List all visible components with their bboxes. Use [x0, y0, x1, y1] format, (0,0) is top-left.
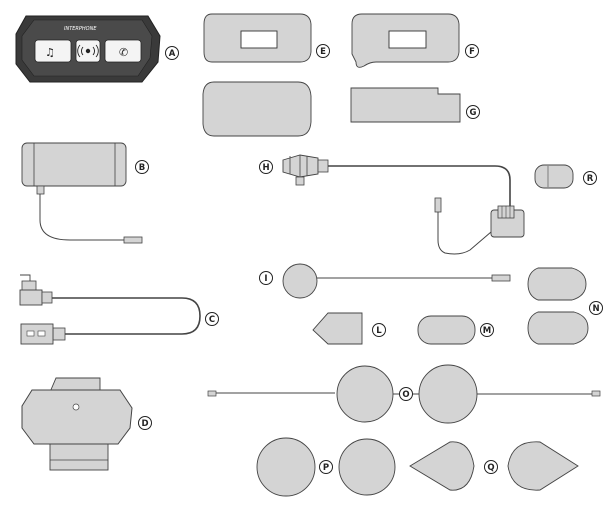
brand-logo: INTERPHONE — [64, 26, 97, 32]
callout-g: G — [466, 105, 480, 119]
svg-text:L: L — [376, 326, 382, 336]
callout-m: M — [480, 323, 494, 337]
mic-foam-m — [417, 315, 476, 345]
callout-c: C — [205, 312, 219, 326]
callout-p: P — [319, 460, 333, 474]
svg-text:M: M — [483, 326, 491, 336]
adhesive-plate-e — [203, 13, 312, 63]
callout-l: L — [372, 323, 386, 337]
usb-cable — [19, 274, 201, 345]
svg-text:B: B — [139, 163, 145, 173]
svg-text:D: D — [141, 419, 148, 429]
callout-d: D — [138, 416, 152, 430]
speaker-cable-kit — [282, 154, 525, 255]
adhesive-pad — [202, 81, 312, 137]
svg-text:R: R — [587, 174, 594, 184]
mic-foam-n — [527, 267, 589, 345]
svg-text:N: N — [592, 304, 599, 314]
velcro-round-p — [256, 437, 396, 497]
callout-r: R — [583, 171, 597, 185]
svg-text:I: I — [264, 274, 267, 284]
velcro-pad-l — [312, 312, 363, 345]
music-note-icon: ♫ — [45, 46, 55, 59]
callout-i: I — [259, 271, 273, 285]
callout-n: N — [589, 301, 603, 315]
svg-text:A: A — [169, 49, 176, 59]
svg-text:F: F — [469, 47, 475, 57]
adhesive-plate-f — [351, 13, 460, 68]
music-button — [34, 39, 72, 63]
intercom-unit: INTERPHONE ♫ ✆ — [15, 15, 161, 83]
clamp-mount — [21, 377, 133, 471]
wired-microphone — [282, 263, 511, 299]
svg-text:P: P — [323, 463, 329, 473]
svg-text:H: H — [262, 163, 269, 173]
svg-text:E: E — [320, 47, 326, 57]
callout-a: A — [165, 46, 179, 60]
callout-e: E — [316, 44, 330, 58]
speakers-o — [207, 364, 601, 424]
callout-b: B — [135, 160, 149, 174]
svg-text:C: C — [209, 315, 215, 325]
intercom-icon — [77, 44, 99, 58]
velcro-teardrop-q — [409, 441, 579, 491]
svg-text:O: O — [402, 390, 409, 400]
phone-icon: ✆ — [119, 46, 128, 59]
callout-f: F — [465, 44, 479, 58]
svg-text:Q: Q — [487, 463, 494, 473]
usb-wall-charger — [21, 142, 143, 244]
svg-text:G: G — [470, 108, 477, 118]
callout-h: H — [259, 160, 273, 174]
mic-foam-small — [534, 164, 574, 189]
callout-o: O — [399, 387, 413, 401]
phone-button — [104, 39, 142, 63]
callout-q: Q — [484, 460, 498, 474]
velcro-strip — [350, 87, 461, 123]
